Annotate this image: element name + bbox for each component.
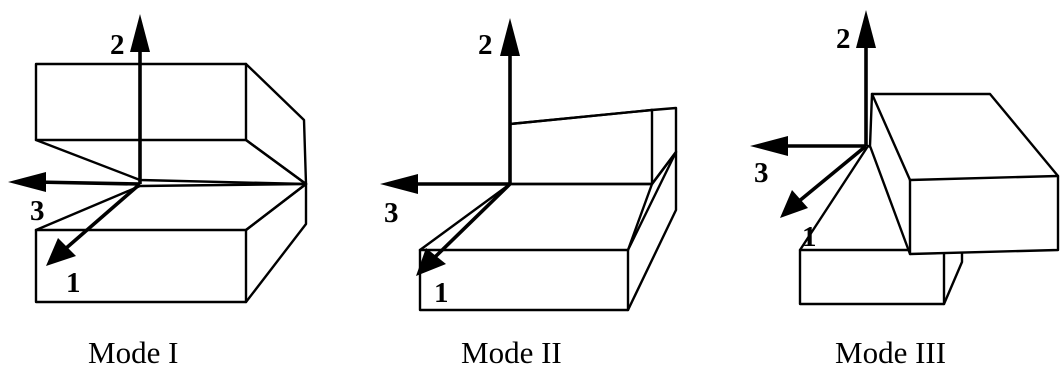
mode-3-arrowhead-3	[750, 136, 788, 156]
mode-3-label-1: 1	[802, 221, 817, 253]
mode-1-label-2: 2	[110, 29, 125, 61]
mode-1-arrowhead-3	[8, 172, 46, 192]
mode-1-axes: 2 3 1	[8, 14, 150, 299]
mode-3-specimen	[798, 92, 1060, 306]
mode-2-specimen	[418, 106, 678, 312]
mode-1-label-3: 3	[30, 195, 45, 227]
mode-2-label-1: 1	[434, 277, 449, 309]
mode-3-arrowhead-1	[780, 190, 808, 218]
mode-3-label-2: 2	[836, 23, 851, 55]
mode-1-caption: Mode I	[88, 335, 178, 370]
mode-1-panel: 2 3 1 Mode I	[8, 14, 308, 370]
mode-3-label-3: 3	[754, 157, 769, 189]
mode-3-arrowhead-2	[856, 10, 876, 48]
mode-2-panel: 2 3 1 Mode II	[380, 18, 678, 370]
mode-1-axis-3	[33, 180, 141, 186]
mode-3-axes: 2 3 1	[750, 10, 876, 253]
mode-2-arrowhead-2	[500, 18, 520, 56]
mode-1-axis-1	[62, 182, 142, 252]
mode-2-arrowhead-1	[416, 248, 446, 276]
mode-1-label-1: 1	[66, 267, 81, 299]
mode-1-upper-block-top	[34, 62, 308, 186]
mode-2-label-2: 2	[478, 29, 493, 61]
mode-3-upper-block	[868, 92, 1060, 256]
mode-3-panel: 2 3 1 Mode III	[750, 10, 1060, 370]
mode-3-caption: Mode III	[835, 335, 946, 370]
mode-2-axis-1	[432, 182, 512, 260]
mode-1-arrowhead-2	[130, 14, 150, 52]
mode-3-axis-1	[796, 144, 868, 204]
mode-2-caption: Mode II	[461, 335, 562, 370]
mode-1-arrowhead-1	[46, 238, 76, 266]
mode-2-label-3: 3	[384, 197, 399, 229]
mode-2-arrowhead-3	[380, 174, 418, 194]
mode-1-specimen	[34, 62, 308, 304]
mode-2-axes: 2 3 1	[380, 18, 520, 309]
